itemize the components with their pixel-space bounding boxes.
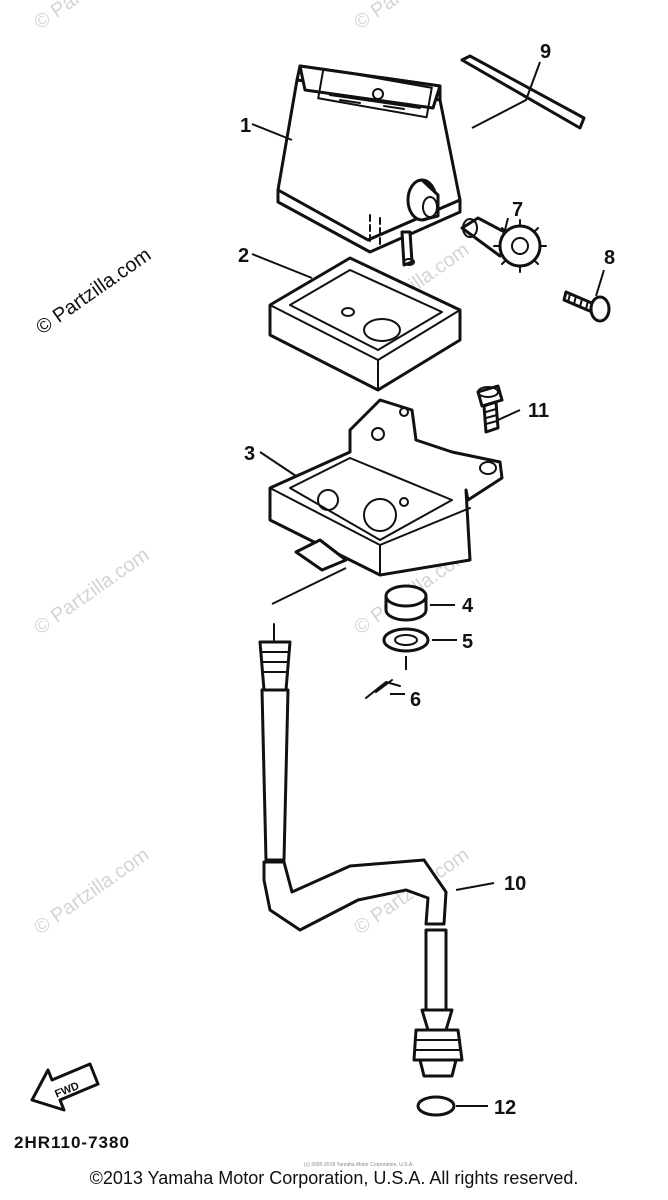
callout-1: 1: [240, 115, 251, 137]
callout-numbers: 1 2 3 4 5 6 7 8 9 10 11 12: [238, 41, 615, 1119]
callout-8: 8: [604, 247, 615, 269]
callout-10: 10: [504, 873, 526, 895]
watermark-left-2: © Partzilla.com: [30, 544, 153, 639]
callout-2: 2: [238, 245, 249, 267]
callout-12: 12: [494, 1097, 516, 1119]
part-1-speedometer-housing: [276, 64, 462, 267]
fwd-arrow: FWD: [30, 1062, 100, 1112]
part-5-washer: [382, 627, 430, 653]
copyright-notice: ©2013 Yamaha Motor Corporation, U.S.A. A…: [89, 1168, 579, 1188]
part-11-bolt: [476, 384, 504, 434]
callout-3: 3: [244, 443, 255, 465]
callout-7: 7: [512, 199, 523, 221]
part-10-speedometer-cable: [258, 623, 464, 1078]
callout-11: 11: [528, 400, 549, 422]
part-9-strip: [460, 54, 586, 130]
callout-5: 5: [462, 631, 473, 653]
part-8-screw: [562, 290, 611, 323]
watermark-top-center: © Partzilla.com: [350, 0, 473, 34]
part-4-grommet: [384, 584, 428, 622]
part-7-drive-gear: [460, 216, 547, 273]
fine-print: (c) 2005-2018 Yamaha Motor Corporation, …: [304, 1162, 414, 1168]
diagram-code: 2HR110-7380: [14, 1133, 130, 1152]
part-6-clip: [365, 679, 401, 699]
callout-4: 4: [462, 595, 474, 617]
watermark-left-main: © Partzilla.com: [32, 244, 155, 339]
watermark-top-left: © Partzilla.com: [30, 0, 153, 34]
callout-6: 6: [410, 689, 421, 711]
part-2-gasket-tray: [268, 256, 462, 392]
part-12-o-ring: [416, 1095, 456, 1117]
leader-lines: [251, 61, 605, 1107]
part-3-mounting-bracket: [268, 398, 504, 577]
watermark-left-3: © Partzilla.com: [30, 844, 153, 939]
callout-9: 9: [540, 41, 551, 63]
